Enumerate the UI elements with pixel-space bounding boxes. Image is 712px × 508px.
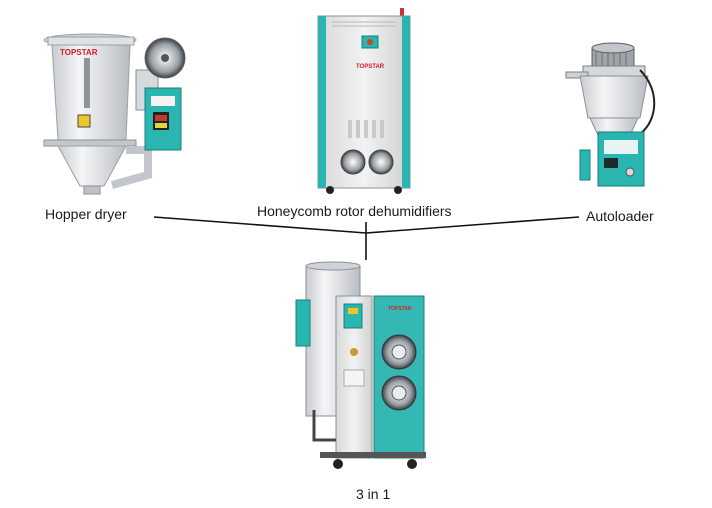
hopper-dryer-label: Hopper dryer (45, 206, 127, 222)
honeycomb-rotor-label: Honeycomb rotor dehumidifiers (257, 203, 452, 219)
svg-text:TOPSTAR: TOPSTAR (388, 306, 412, 312)
hopper-dryer-image: TOPSTAR (43, 33, 186, 195)
line-autoloader-to-hub (365, 216, 580, 234)
svg-text:TOPSTAR: TOPSTAR (356, 64, 385, 70)
connector-lines (153, 216, 580, 260)
autoloader-label: Autoloader (586, 208, 654, 224)
autoloader-image (565, 42, 656, 187)
line-hopper-to-hub (153, 216, 367, 234)
three-in-one-label: 3 in 1 (356, 486, 391, 502)
three-in-one-image: TOPSTAR (295, 261, 426, 469)
svg-text:TOPSTAR: TOPSTAR (60, 48, 98, 57)
honeycomb-dehumidifier-image: TOPSTAR (317, 8, 411, 194)
